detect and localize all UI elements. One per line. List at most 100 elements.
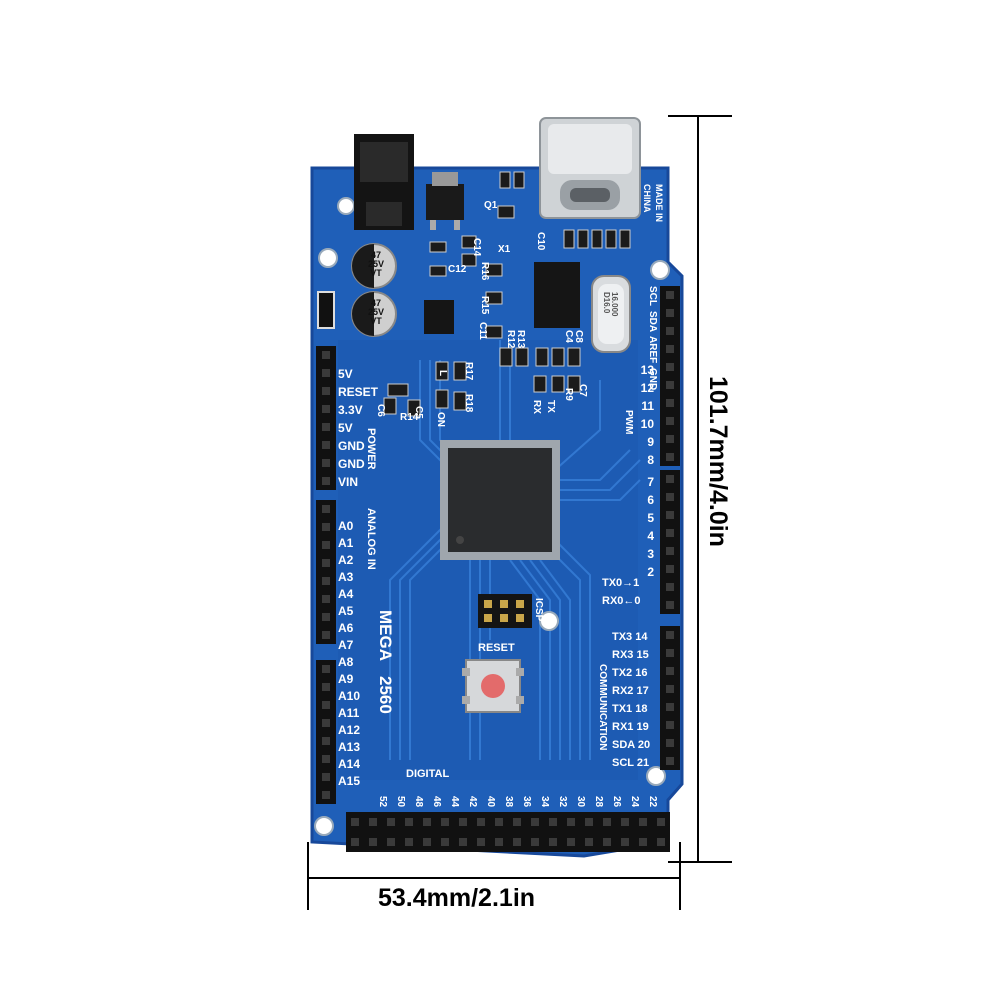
pin-socket (666, 345, 674, 353)
dimension-lines (307, 115, 732, 910)
mount-hole (650, 260, 670, 280)
capacitor-marking: VT (370, 316, 382, 326)
pin-socket (423, 818, 431, 826)
digital-pin-label: 28 (593, 796, 604, 808)
component-designator: C12 (448, 264, 467, 275)
pin-socket (322, 387, 330, 395)
pin-socket (322, 719, 330, 727)
pwm-pin-label: 2 (647, 565, 654, 579)
pin-socket (423, 838, 431, 846)
icsp-header (478, 594, 532, 628)
reset-label: RESET (478, 642, 515, 654)
analog-pin-label: A7 (338, 638, 354, 652)
digital-pin-label: 38 (503, 796, 514, 808)
component-designator: Q1 (484, 200, 498, 211)
bottom-digital-header (346, 812, 670, 852)
pin-headers (316, 286, 680, 852)
pwm-pin-label: 13 (641, 363, 655, 377)
pin-socket (666, 703, 674, 711)
digital-header-top (660, 286, 680, 466)
component-designator: RX (531, 400, 542, 414)
pin-socket (322, 351, 330, 359)
silkscreen: 5VRESET3.3V5VGNDGNDVINPOWERA0A1A2A3A4A5A… (338, 184, 664, 808)
pin-socket (666, 291, 674, 299)
digital-pin-label: 46 (431, 796, 442, 808)
serial-pin-label: TX0→1 (602, 577, 639, 589)
component-designator: R12 (505, 330, 516, 349)
pin-socket (322, 755, 330, 763)
pin-socket (639, 838, 647, 846)
smd-components (383, 171, 631, 417)
component-designator: L (437, 370, 448, 376)
pin-socket (322, 595, 330, 603)
pin-socket (666, 565, 674, 573)
pwm-pin-label: 11 (641, 399, 654, 413)
component-designator: R13 (515, 330, 526, 349)
analog-pin-label: A10 (338, 689, 360, 703)
pin-socket (666, 685, 674, 693)
pin-socket (495, 818, 503, 826)
analog-section-label: ANALOG IN (365, 508, 377, 570)
component-designator: C5 (413, 406, 424, 419)
model-label-mega: MEGA (376, 610, 395, 661)
pin-socket (459, 818, 467, 826)
communication-header (660, 626, 680, 770)
pin-socket (322, 441, 330, 449)
pin-socket (531, 838, 539, 846)
capacitor-marking: 25V (368, 307, 384, 317)
communication-pin-label: RX1 19 (612, 721, 649, 733)
component-designator: C10 (535, 232, 546, 251)
icsp-pin (484, 600, 492, 608)
pin-socket (513, 838, 521, 846)
reset-button[interactable] (462, 659, 524, 713)
pin-socket (567, 818, 575, 826)
pin-socket (322, 523, 330, 531)
communication-pin-label: TX1 18 (612, 703, 647, 715)
mount-hole (539, 611, 559, 631)
icsp-pin (484, 614, 492, 622)
capacitor-marking: 47 (371, 298, 381, 308)
pin-socket (322, 505, 330, 513)
power-pin-label: 5V (338, 421, 353, 435)
pin-socket (585, 838, 593, 846)
component-designator: C14 (471, 238, 482, 257)
pin-socket (322, 577, 330, 585)
pin-socket (322, 665, 330, 673)
made-in-label: CHINA (642, 184, 652, 213)
pwm-pin-label: 10 (641, 417, 655, 431)
analog-pin-label: A2 (338, 553, 354, 567)
pwm-section-label: PWM (623, 410, 634, 434)
analog-pin-label: A11 (338, 706, 360, 720)
pin-socket (387, 838, 395, 846)
component-designator: R9 (563, 388, 574, 401)
pin-socket (666, 435, 674, 443)
pin-socket (666, 601, 674, 609)
component-designator: TX (545, 400, 556, 413)
component-designator: C7 (577, 384, 588, 397)
component-designator: R16 (479, 262, 490, 281)
pin-socket (322, 369, 330, 377)
capacitor-1 (351, 243, 397, 289)
pwm-pin-label: 4 (647, 529, 654, 543)
pin-socket (351, 818, 359, 826)
top-header-label: SCL (647, 286, 658, 306)
communication-pin-label: SCL 21 (612, 757, 649, 769)
made-in-label: MADE IN (654, 184, 664, 222)
communication-pin-label: SDA 20 (612, 739, 650, 751)
pin-socket (666, 649, 674, 657)
power-pin-label: 5V (338, 367, 353, 381)
atmega2560-chip (440, 440, 560, 560)
crystal-marking: D16.0 (602, 292, 611, 314)
pin-socket (459, 838, 467, 846)
small-ic (424, 300, 454, 334)
analog-pin-label: A14 (338, 757, 360, 771)
communication-pin-label: RX3 15 (612, 649, 649, 661)
digital-pin-label: 44 (449, 796, 460, 808)
capacitor-marking: 47 (371, 250, 381, 260)
digital-pin-label: 36 (521, 796, 532, 808)
pin-socket (666, 309, 674, 317)
pin-socket (621, 838, 629, 846)
mount-hole (318, 248, 338, 268)
pin-socket (322, 791, 330, 799)
